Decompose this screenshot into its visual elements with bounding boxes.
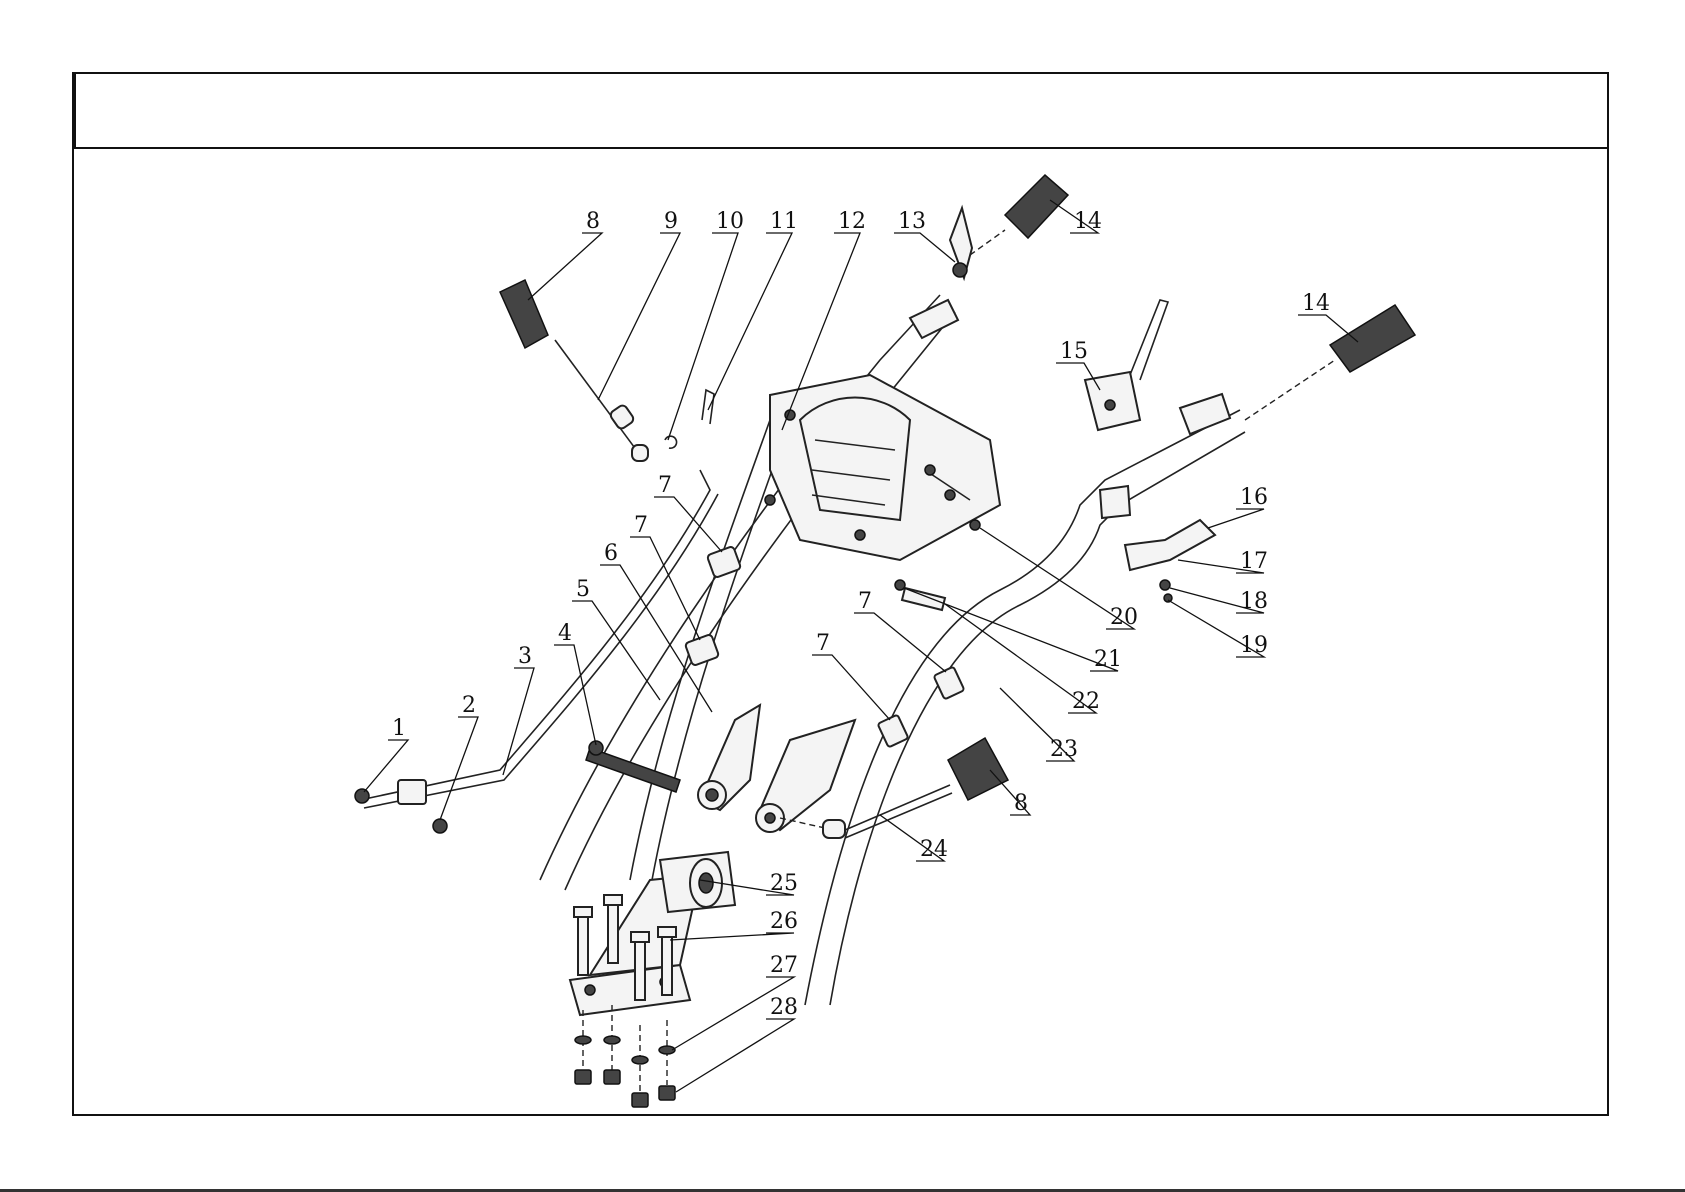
clamp-7d: [878, 715, 909, 748]
svg-text:20: 20: [1110, 605, 1138, 630]
callout-6: 6: [600, 541, 712, 712]
callout-11: 11: [708, 209, 798, 410]
clip-10: [665, 436, 677, 448]
svg-text:3: 3: [518, 644, 532, 669]
callout-14-top: 14: [1050, 200, 1102, 234]
callout-21: 21: [904, 588, 1122, 672]
brake-lever-assembly: [1085, 300, 1168, 518]
svg-text:2: 2: [462, 693, 476, 718]
cable-bracket: [1125, 520, 1215, 602]
upper-handle-tube: [540, 295, 958, 890]
svg-text:4: 4: [558, 621, 572, 646]
callout-8-bottom: 8: [990, 770, 1030, 816]
lever-arms: [698, 705, 855, 832]
callout-10: 10: [668, 209, 744, 440]
svg-text:8: 8: [1014, 791, 1028, 816]
svg-text:7: 7: [658, 473, 672, 498]
top-grips: [950, 175, 1415, 420]
callout-7d: 7: [812, 631, 890, 720]
callout-28: 28: [676, 995, 798, 1092]
svg-text:11: 11: [770, 209, 798, 234]
callout-7a: 7: [654, 473, 722, 552]
spring: [586, 741, 680, 792]
svg-text:27: 27: [770, 953, 798, 978]
svg-text:15: 15: [1060, 339, 1088, 364]
callout-14-right: 14: [1298, 291, 1358, 342]
callout-17: 17: [1178, 549, 1268, 574]
callout-24: 24: [880, 815, 948, 862]
svg-text:21: 21: [1094, 647, 1122, 672]
callout-9: 9: [598, 209, 680, 400]
control-panel: [765, 375, 1000, 560]
callout-22: 22: [945, 604, 1100, 714]
svg-text:13: 13: [898, 209, 926, 234]
svg-text:8: 8: [586, 209, 600, 234]
callout-2: 2: [440, 693, 478, 820]
clip-11: [702, 390, 714, 424]
clamp-7c: [934, 667, 965, 700]
svg-text:14: 14: [1302, 291, 1330, 316]
callout-16: 16: [1208, 485, 1268, 528]
callout-3: 3: [503, 644, 534, 775]
svg-text:1: 1: [392, 716, 406, 741]
svg-text:16: 16: [1240, 485, 1268, 510]
svg-text:10: 10: [716, 209, 744, 234]
svg-text:24: 24: [920, 837, 948, 862]
callout-8-top: 8: [528, 209, 602, 300]
callout-23: 23: [1000, 688, 1078, 762]
svg-text:6: 6: [604, 541, 618, 566]
svg-text:12: 12: [838, 209, 866, 234]
callout-7b: 7: [630, 513, 700, 640]
callouts: 1 2 3 4 5 6 7 7 7 7 8 8 9 10 11 12 13 14…: [364, 200, 1358, 1092]
svg-text:14: 14: [1074, 209, 1102, 234]
shift-rod: [360, 280, 718, 808]
svg-text:7: 7: [816, 631, 830, 656]
svg-text:7: 7: [634, 513, 648, 538]
callout-5: 5: [572, 577, 660, 700]
callout-13: 13: [894, 209, 955, 262]
svg-text:26: 26: [770, 909, 798, 934]
svg-text:5: 5: [576, 577, 590, 602]
svg-text:7: 7: [858, 589, 872, 614]
svg-text:28: 28: [770, 995, 798, 1020]
svg-text:22: 22: [1072, 689, 1100, 714]
svg-text:9: 9: [664, 209, 678, 234]
